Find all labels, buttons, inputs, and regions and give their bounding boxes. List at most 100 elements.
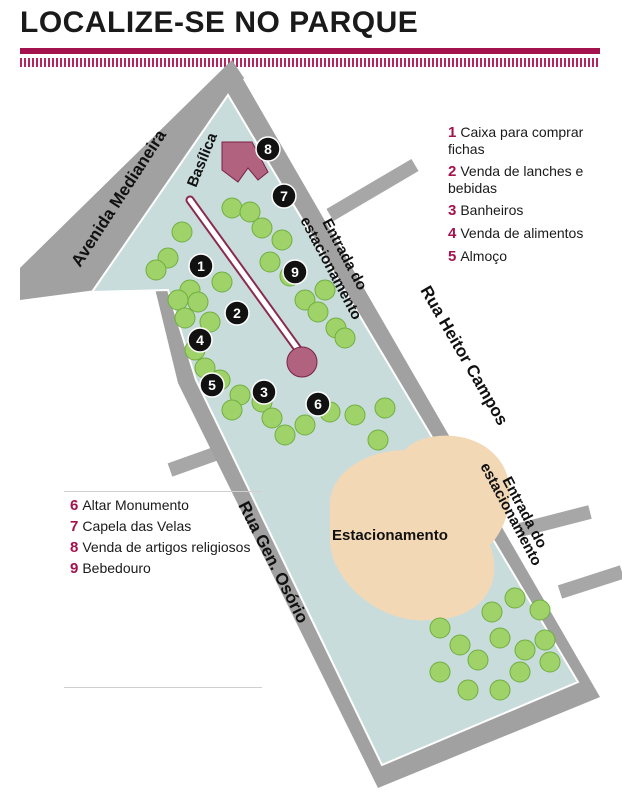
- legend-text: Venda de artigos religiosos: [82, 539, 251, 555]
- marker-1: 1: [188, 253, 214, 279]
- marker-circle: [224, 300, 250, 326]
- marker-2: 2: [224, 300, 250, 326]
- legend-text: Bebedouro: [82, 560, 151, 576]
- legend-number: 9: [70, 560, 79, 577]
- tree: [529, 599, 551, 621]
- marker-number: 1: [197, 258, 205, 274]
- parking-lot-label: Estacionamento: [332, 527, 448, 544]
- page-title: LOCALIZE-SE NO PARQUE: [20, 6, 419, 39]
- legend-text: Altar Monumento: [82, 497, 189, 513]
- marker-number: 9: [291, 264, 299, 280]
- tree: [221, 197, 243, 219]
- tree: [251, 217, 273, 239]
- marker-circle: [188, 253, 214, 279]
- legend-text: Venda de alimentos: [460, 225, 584, 241]
- parking-lot: [330, 435, 510, 621]
- legend-number: 5: [448, 248, 457, 265]
- legend-text: Venda de lanches e bebidas: [448, 163, 584, 196]
- legend-number: 6: [70, 497, 79, 514]
- tree: [457, 679, 479, 701]
- tree: [294, 289, 316, 311]
- tree: [239, 201, 261, 223]
- tree: [367, 429, 389, 451]
- legend-number: 3: [448, 202, 457, 219]
- altar-circle: [286, 346, 318, 378]
- tree: [489, 627, 511, 649]
- tree: [429, 617, 451, 639]
- marker-number: 6: [314, 396, 322, 412]
- tree: [334, 327, 356, 349]
- legend-bottom-rule: [64, 687, 262, 688]
- tree: [171, 221, 193, 243]
- title-tick-strip: [20, 58, 600, 67]
- legend-text: Caixa para comprar fichas: [448, 124, 584, 157]
- legend-text: Capela das Velas: [82, 518, 192, 534]
- tree: [167, 289, 189, 311]
- tree: [187, 291, 209, 313]
- marker-circle: [251, 379, 277, 405]
- marker-circle: [305, 391, 331, 417]
- tree: [509, 661, 531, 683]
- tree: [514, 639, 536, 661]
- legend-number: 2: [448, 163, 457, 180]
- marker-number: 8: [264, 141, 272, 157]
- marker-circle: [282, 259, 308, 285]
- legend-number: 1: [448, 124, 457, 141]
- marker-circle: [199, 372, 225, 398]
- marker-circle: [271, 183, 297, 209]
- legend-text: Banheiros: [460, 202, 524, 218]
- tree: [174, 307, 196, 329]
- trees: [145, 197, 561, 701]
- legend-text: Almoço: [460, 248, 508, 264]
- tree: [467, 649, 489, 671]
- tree: [429, 661, 451, 683]
- marker-circle: [187, 327, 213, 353]
- marker-8: 8: [255, 136, 281, 162]
- tree: [307, 301, 329, 323]
- marker-number: 4: [196, 332, 204, 348]
- tree: [374, 397, 396, 419]
- marker-number: 3: [260, 384, 268, 400]
- tree: [274, 424, 296, 446]
- marker-5: 5: [199, 372, 225, 398]
- tree: [314, 279, 336, 301]
- marker-circle: [255, 136, 281, 162]
- tree: [504, 587, 526, 609]
- marker-9: 9: [282, 259, 308, 285]
- tree: [145, 259, 167, 281]
- tree: [539, 651, 561, 673]
- marker-3: 3: [251, 379, 277, 405]
- marker-6: 6: [305, 391, 331, 417]
- legend-number: 4: [448, 225, 457, 242]
- tree: [344, 404, 366, 426]
- tree: [294, 414, 316, 436]
- marker-4: 4: [187, 327, 213, 353]
- legend-number: 8: [70, 539, 79, 556]
- marker-number: 2: [233, 305, 241, 321]
- title-rule: [20, 48, 600, 54]
- tree: [489, 679, 511, 701]
- legend-top-rule: [64, 491, 262, 492]
- marker-number: 5: [208, 377, 216, 393]
- tree: [261, 407, 283, 429]
- tree: [211, 271, 233, 293]
- tree: [199, 311, 221, 333]
- tree: [259, 251, 281, 273]
- avenida-medianeira-road: [20, 60, 244, 300]
- tree: [534, 629, 556, 651]
- tree: [271, 229, 293, 251]
- tree: [481, 601, 503, 623]
